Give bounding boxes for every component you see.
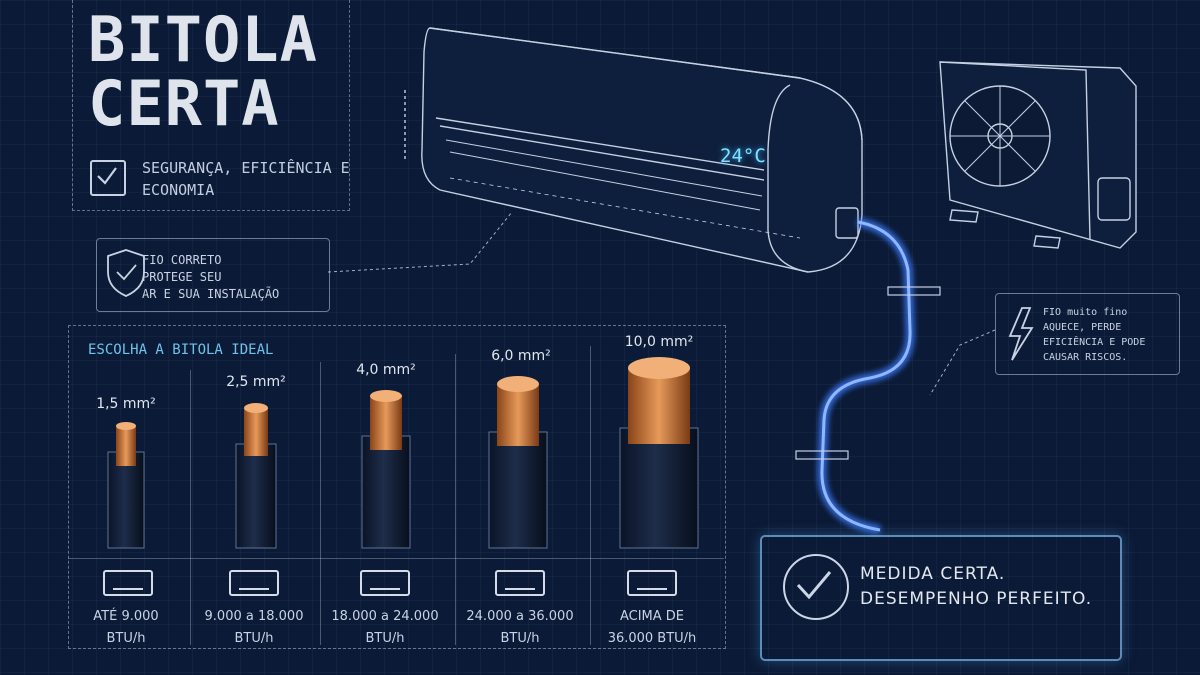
wire-2-5 bbox=[235, 403, 277, 549]
gauge-size-label: 4,0 mm² bbox=[356, 362, 416, 378]
ac-unit-icon bbox=[360, 570, 410, 596]
column-divider bbox=[455, 354, 456, 645]
ac-display-temperature: 24°C bbox=[720, 145, 766, 167]
power-cable-drawing bbox=[795, 217, 941, 535]
btu-range: 9.000 a 18.000 BTU/h bbox=[187, 606, 321, 650]
result-line-1: MEDIDA CERTA. bbox=[860, 564, 1006, 584]
outdoor-unit-drawing bbox=[939, 61, 1137, 249]
indoor-unit-drawing bbox=[404, 27, 863, 273]
protect-line-1: FIO CORRETO bbox=[142, 253, 222, 267]
wire-4-0 bbox=[361, 390, 411, 549]
result-line-2: DESEMPENHO PERFEITO. bbox=[860, 589, 1093, 609]
gauge-wires bbox=[107, 357, 699, 549]
warning-line-3: EFICIÊNCIA E PODE bbox=[1043, 337, 1146, 348]
wire-10-0 bbox=[619, 357, 699, 549]
btu-line-2: BTU/h bbox=[365, 631, 405, 646]
lightning-icon bbox=[1008, 307, 1034, 361]
btu-line-2: BTU/h bbox=[500, 631, 540, 646]
btu-line-2: 36.000 BTU/h bbox=[607, 631, 697, 646]
ac-unit-icon bbox=[495, 570, 545, 596]
btu-line-1: 24.000 a 36.000 bbox=[466, 609, 574, 624]
warning-note-box bbox=[995, 293, 1180, 375]
page-title: BITOLA CERTA bbox=[88, 8, 318, 136]
protect-line-2: PROTEGE SEU bbox=[142, 270, 222, 284]
gauge-table bbox=[68, 325, 726, 649]
protect-line-3: AR E SUA INSTALAÇÃO bbox=[142, 287, 280, 301]
protect-note-text: FIO CORRETO PROTEGE SEU AR E SUA INSTALA… bbox=[142, 252, 279, 303]
warning-line-2: AQUECE, PERDE bbox=[1043, 322, 1122, 333]
ac-unit-icon bbox=[229, 570, 279, 596]
btu-line-1: ATÉ 9.000 bbox=[93, 609, 159, 624]
btu-range: 24.000 a 36.000 BTU/h bbox=[453, 606, 587, 650]
ac-unit-icon bbox=[627, 570, 677, 596]
btu-line-1: 9.000 a 18.000 bbox=[204, 609, 304, 624]
warning-note-text: FIO muito fino AQUECE, PERDE EFICIÊNCIA … bbox=[1043, 305, 1145, 365]
btu-range: ATÉ 9.000 BTU/h bbox=[59, 606, 193, 650]
row-divider bbox=[68, 558, 724, 559]
wire-1-5 bbox=[107, 422, 145, 549]
warning-line-4: CAUSAR RISCOS. bbox=[1043, 352, 1128, 363]
shield-icon bbox=[107, 249, 145, 297]
gauge-size-label: 6,0 mm² bbox=[491, 348, 551, 364]
wire-6-0 bbox=[488, 376, 548, 549]
btu-range: ACIMA DE 36.000 BTU/h bbox=[585, 606, 719, 650]
result-check-circle bbox=[783, 554, 849, 620]
result-box bbox=[760, 535, 1122, 661]
gauge-size-label: 10,0 mm² bbox=[624, 334, 694, 350]
btu-line-1: 18.000 a 24.000 bbox=[331, 609, 439, 624]
protect-note-box bbox=[96, 238, 330, 312]
column-divider bbox=[320, 362, 321, 645]
btu-line-2: BTU/h bbox=[106, 631, 146, 646]
warning-line-1: FIO muito fino bbox=[1043, 307, 1128, 318]
title-line-1: BITOLA bbox=[88, 3, 318, 76]
column-divider bbox=[590, 346, 591, 645]
gauge-size-label: 2,5 mm² bbox=[226, 374, 286, 390]
btu-line-1: ACIMA DE bbox=[619, 609, 685, 624]
column-divider bbox=[190, 370, 191, 645]
subtitle: SEGURANÇA, EFICIÊNCIA E ECONOMIA bbox=[142, 159, 350, 199]
title-frame bbox=[72, 0, 350, 211]
title-line-2: CERTA bbox=[88, 67, 280, 140]
btu-range: 18.000 a 24.000 BTU/h bbox=[318, 606, 452, 650]
result-text: MEDIDA CERTA. DESEMPENHO PERFEITO. bbox=[860, 562, 1092, 612]
btu-line-2: BTU/h bbox=[234, 631, 274, 646]
gauge-table-title: ESCOLHA A BITOLA IDEAL bbox=[88, 342, 274, 358]
check-icon bbox=[97, 167, 117, 185]
ac-unit-icon bbox=[103, 570, 153, 596]
checkbox-icon bbox=[90, 160, 126, 196]
gauge-size-label: 1,5 mm² bbox=[96, 396, 156, 412]
